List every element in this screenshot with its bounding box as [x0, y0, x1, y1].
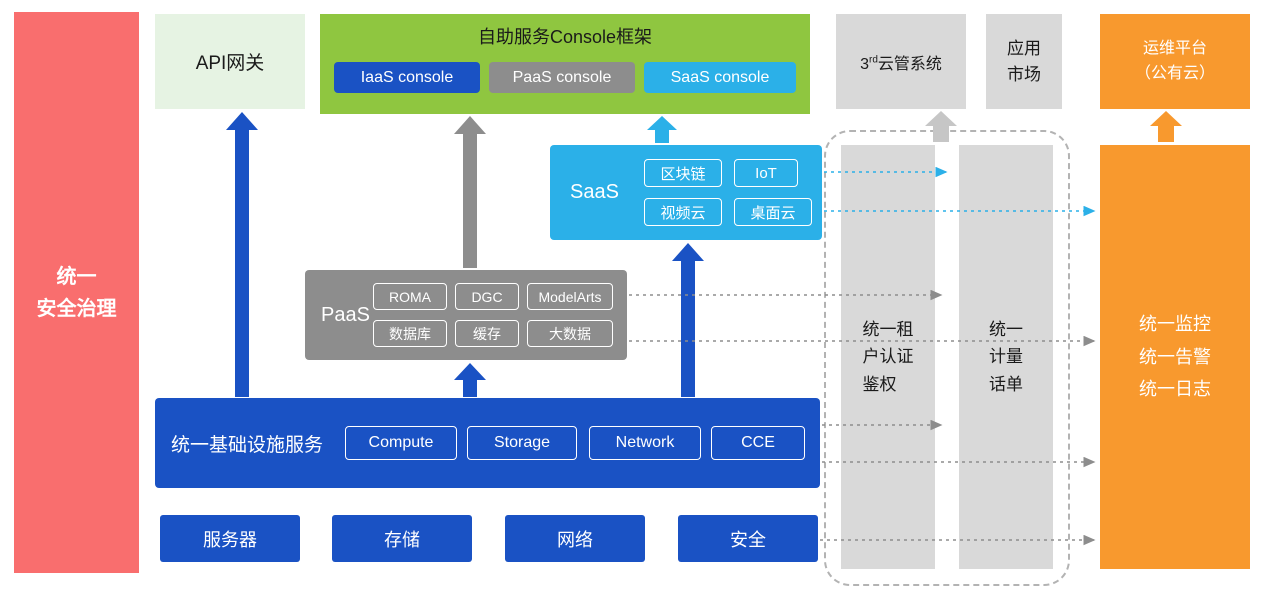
iaas-badge-network: Network — [589, 426, 701, 460]
tenant-auth-bar: 统一租 户认证 鉴权 — [841, 145, 935, 569]
hardware-box-security: 安全 — [678, 515, 818, 562]
arrow-iaas-to-paas — [454, 363, 486, 397]
app-market-box: 应用 市场 — [986, 14, 1062, 109]
console-framework-title: 自助服务Console框架 — [477, 27, 653, 47]
arrow-monitor-to-om-platform — [1150, 111, 1182, 142]
third-cms-text: 云管系统 — [877, 55, 942, 73]
third-cms-number: 3 — [860, 55, 869, 73]
metering-billing-bar: 统一 计量 话单 — [959, 145, 1053, 569]
om-platform-label: 运维平台 （公有云） — [1134, 39, 1215, 82]
arrow-iaas-to-saas — [672, 243, 704, 397]
monitoring-alarm-log-bar: 统一监控 统一告警 统一日志 — [1100, 145, 1250, 569]
arrow-iaas-to-api-gateway — [226, 112, 258, 397]
arrow-paas-to-console — [454, 116, 486, 268]
paas-badge-cache: 缓存 — [455, 320, 519, 347]
saas-console-badge: SaaS console — [644, 62, 796, 93]
app-market-label: 应用 市场 — [1007, 39, 1041, 84]
console-badge-row: IaaS console PaaS console SaaS console — [334, 62, 796, 93]
saas-badge-blockchain: 区块链 — [644, 159, 722, 187]
api-gateway-label: API网关 — [195, 53, 265, 74]
console-framework-box: 自助服务Console框架 IaaS console PaaS console … — [320, 14, 810, 114]
third-party-cloud-management-box: 3rd云管系统 — [836, 14, 966, 109]
paas-badge-roma: ROMA — [373, 283, 447, 310]
api-gateway-box: API网关 — [155, 14, 305, 109]
security-governance-label: 统一 安全治理 — [36, 265, 117, 320]
saas-layer-label: SaaS — [570, 181, 619, 203]
paas-badge-database: 数据库 — [373, 320, 447, 347]
paas-console-badge: PaaS console — [489, 62, 635, 93]
saas-badge-desktop-cloud: 桌面云 — [734, 198, 812, 226]
iaas-badge-compute: Compute — [345, 426, 457, 460]
saas-layer-box: SaaS 区块链 IoT 视频云 桌面云 — [550, 145, 822, 240]
third-cms-superscript: rd — [868, 54, 878, 66]
saas-badge-iot: IoT — [734, 159, 798, 187]
metering-billing-label: 统一 计量 话单 — [989, 320, 1023, 394]
paas-layer-label: PaaS — [321, 303, 370, 326]
tenant-auth-label: 统一租 户认证 鉴权 — [862, 320, 914, 394]
third-party-cloud-management-label: 3rd云管系统 — [860, 50, 942, 74]
arrow-saas-to-console — [647, 116, 677, 143]
security-governance-bar: 统一 安全治理 — [14, 12, 139, 573]
paas-layer-box: PaaS ROMA DGC ModelArts 数据库 缓存 大数据 — [305, 270, 627, 360]
monitoring-alarm-log-label: 统一监控 统一告警 统一日志 — [1139, 314, 1211, 400]
saas-badge-video-cloud: 视频云 — [644, 198, 722, 226]
iaas-badge-storage: Storage — [467, 426, 577, 460]
hardware-box-server: 服务器 — [160, 515, 300, 562]
hardware-box-storage: 存储 — [332, 515, 472, 562]
paas-badge-dgc: DGC — [455, 283, 519, 310]
om-platform-box: 运维平台 （公有云） — [1100, 14, 1250, 109]
iaas-layer-box: 统一基础设施服务 Compute Storage Network CCE — [155, 398, 820, 488]
hardware-box-network: 网络 — [505, 515, 645, 562]
paas-badge-modelarts: ModelArts — [527, 283, 613, 310]
iaas-badge-cce: CCE — [711, 426, 805, 460]
iaas-console-badge: IaaS console — [334, 62, 480, 93]
paas-badge-bigdata: 大数据 — [527, 320, 613, 347]
iaas-layer-label: 统一基础设施服务 — [171, 434, 324, 456]
